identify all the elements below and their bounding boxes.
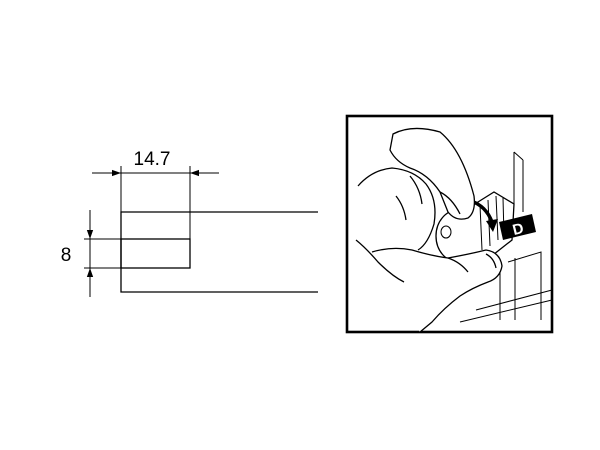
technical-drawing: 14.7 8 — [61, 149, 318, 297]
height-dimension: 8 — [61, 210, 121, 297]
hand-icon — [355, 127, 503, 333]
strip-outline — [120, 211, 318, 293]
illustration-content: D — [355, 127, 553, 333]
width-dimension: 14.7 — [92, 149, 219, 239]
direction-d-label: D — [511, 220, 526, 239]
device-housing — [459, 151, 553, 323]
slot-rectangle — [120, 238, 191, 269]
height-dimension-label: 8 — [61, 245, 72, 266]
knob-illustration: D — [345, 114, 554, 334]
direction-d-symbol: D — [499, 214, 536, 240]
width-dimension-label: 14.7 — [134, 149, 171, 170]
